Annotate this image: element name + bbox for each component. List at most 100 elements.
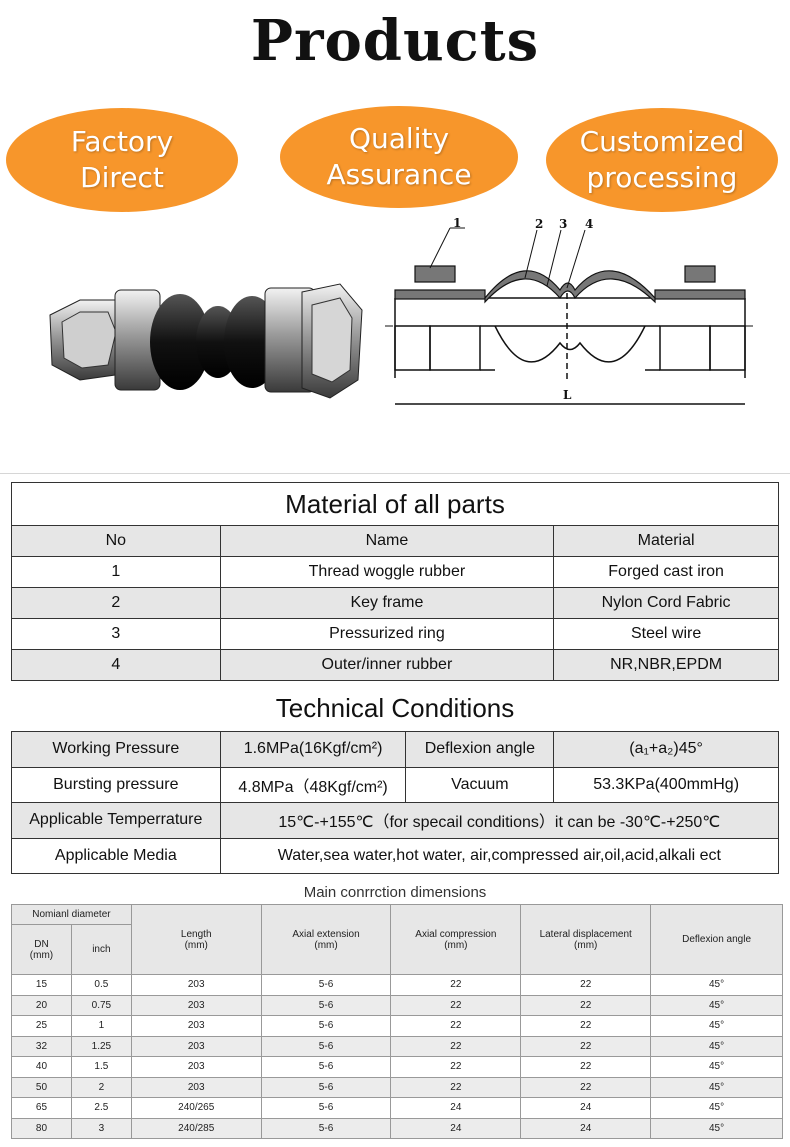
cell-deflexion-angle: 45°: [650, 1056, 783, 1078]
cell-inch: 0.75: [70, 994, 132, 1016]
header-lateral-label: Lateral displacement: [539, 928, 632, 940]
cell-lateral-displacement: 22: [520, 974, 652, 996]
cell-axial-extension: 5-6: [260, 1076, 392, 1098]
value-media: Water,sea water,hot water, air,compresse…: [219, 837, 780, 874]
cell-no: 4: [11, 649, 221, 681]
product-photo: [49, 283, 363, 399]
cell-axial-compression: 22: [390, 994, 522, 1016]
cell-dn: 20: [11, 994, 72, 1016]
cell-deflexion-angle: 45°: [650, 1035, 783, 1057]
cell-inch: 3: [70, 1117, 132, 1139]
cell-lateral-displacement: 22: [520, 994, 652, 1016]
badge-quality-assurance: Quality Assurance: [280, 106, 518, 208]
label-working-pressure: Working Pressure: [11, 731, 221, 768]
cell-length: 203: [130, 1035, 262, 1057]
cell-length: 240/265: [130, 1097, 262, 1119]
cell-lateral-displacement: 24: [520, 1117, 652, 1139]
cell-lateral-displacement: 22: [520, 1056, 652, 1078]
table-row: Working Pressure 1.6MPa(16Kgf/cm²) Defle…: [11, 731, 779, 768]
materials-heading: Material of all parts: [11, 482, 779, 526]
header-axial-compression-unit: (mm): [444, 939, 468, 951]
cell-length: 203: [130, 1056, 262, 1078]
drawing-label-3: 3: [559, 218, 567, 231]
cell-dn: 65: [11, 1097, 72, 1119]
label-vacuum: Vacuum: [405, 766, 555, 803]
table-row: Bursting pressure 4.8MPa（48Kgf/cm²) Vacu…: [11, 766, 779, 803]
drawing-label-4: 4: [585, 218, 593, 231]
cell-deflexion-angle: 45°: [650, 994, 783, 1016]
header-length: Length (mm): [130, 904, 262, 975]
value-working-pressure: 1.6MPa(16Kgf/cm²): [219, 731, 407, 768]
badge-line: processing: [586, 161, 738, 194]
cell-axial-compression: 22: [390, 1076, 522, 1098]
page-title: Products: [250, 8, 540, 74]
cell-material: Nylon Cord Fabric: [553, 587, 779, 619]
cell-axial-compression: 22: [390, 1035, 522, 1057]
materials-table: Material of all parts No Name Material 1…: [11, 482, 779, 681]
value-bursting-pressure: 4.8MPa（48Kgf/cm²): [219, 766, 407, 803]
table-row: 4 Outer/inner rubber NR,NBR,EPDM: [11, 649, 779, 681]
table-row: 2 Key frame Nylon Cord Fabric: [11, 587, 779, 619]
cell-material: Forged cast iron: [553, 556, 779, 588]
cell-deflexion-angle: 45°: [650, 1015, 783, 1037]
cell-axial-compression: 24: [390, 1097, 522, 1119]
cell-name: Key frame: [219, 587, 555, 619]
cell-lateral-displacement: 24: [520, 1097, 652, 1119]
column-header: No: [11, 525, 221, 557]
cell-length: 203: [130, 1076, 262, 1098]
label-media: Applicable Media: [11, 837, 221, 874]
table-row: Applicable Temperrature 15℃-+155℃（for sp…: [11, 802, 780, 839]
header-axial-compression-label: Axial compression: [415, 928, 497, 940]
cross-section-drawing: 1 2 3 4 L: [385, 218, 755, 405]
cell-material: NR,NBR,EPDM: [553, 649, 779, 681]
label-bursting-pressure: Bursting pressure: [11, 766, 221, 803]
technical-table: Working Pressure 1.6MPa(16Kgf/cm²) Defle…: [11, 731, 780, 874]
badge-line: Quality: [348, 122, 450, 155]
header-axial-compression: Axial compression (mm): [390, 904, 522, 975]
cell-no: 3: [11, 618, 221, 650]
cell-dn: 25: [11, 1015, 72, 1037]
cell-inch: 2: [70, 1076, 132, 1098]
badge-customized-processing: Customized processing: [546, 108, 778, 212]
value-deflexion: (a₁+a₂)45°: [553, 731, 779, 768]
cell-axial-compression: 24: [390, 1117, 522, 1139]
cell-axial-extension: 5-6: [260, 994, 392, 1016]
cell-name: Pressurized ring: [219, 618, 555, 650]
cell-inch: 2.5: [70, 1097, 132, 1119]
column-header: Material: [553, 525, 779, 557]
cell-axial-extension: 5-6: [260, 1097, 392, 1119]
header-dn: DN (mm): [11, 924, 72, 975]
badge-line: Direct: [80, 161, 164, 194]
cell-inch: 1.25: [70, 1035, 132, 1057]
cell-dn: 32: [11, 1035, 72, 1057]
cell-dn: 15: [11, 974, 72, 996]
header-dn-label: DN: [34, 938, 49, 950]
cell-dn: 50: [11, 1076, 72, 1098]
badge-line: Assurance: [326, 158, 472, 191]
value-vacuum: 53.3KPa(400mmHg): [553, 766, 779, 803]
cell-lateral-displacement: 22: [520, 1035, 652, 1057]
label-deflexion: Deflexion angle: [405, 731, 555, 768]
cell-no: 1: [11, 556, 221, 588]
header-axial-extension-unit: (mm): [314, 939, 338, 951]
dimensions-table: Nomianl diameter Length (mm) Axial exten…: [11, 904, 783, 1139]
cell-axial-extension: 5-6: [260, 1117, 392, 1139]
header-dn-unit: (mm): [29, 949, 54, 961]
cell-deflexion-angle: 45°: [650, 1076, 783, 1098]
header-axial-extension-label: Axial extension: [292, 928, 360, 940]
label-temperature: Applicable Temperrature: [11, 802, 221, 839]
badge-line: Customized: [579, 125, 745, 158]
cell-inch: 1: [70, 1015, 132, 1037]
cell-deflexion-angle: 45°: [650, 1097, 783, 1119]
cell-axial-compression: 22: [390, 1056, 522, 1078]
cell-length: 203: [130, 1015, 262, 1037]
cell-length: 203: [130, 974, 262, 996]
cell-length: 240/285: [130, 1117, 262, 1139]
header-deflexion-angle: Deflexion angle: [650, 904, 783, 975]
